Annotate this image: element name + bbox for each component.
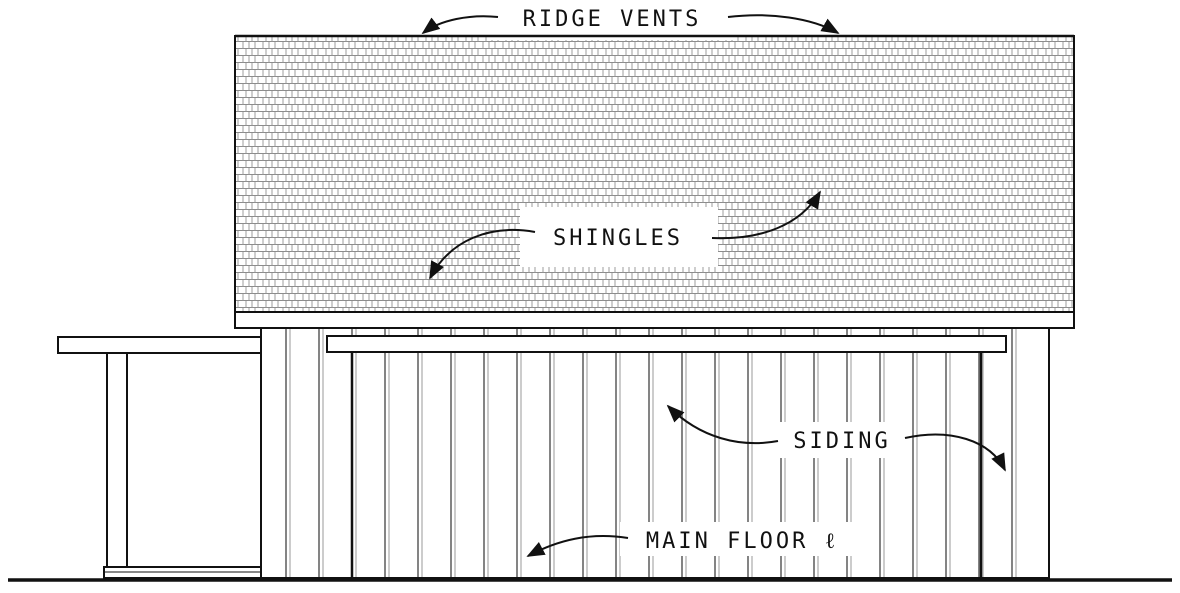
siding-label: SIDING — [793, 429, 890, 454]
ridge-vents-arrow-right — [727, 14, 840, 34]
shingles-label-clear — [520, 207, 718, 267]
main-floor-label: MAIN FLOOR ℓ — [646, 529, 838, 554]
porch-post — [106, 352, 128, 568]
porch-beam — [57, 336, 262, 354]
main-wall — [260, 327, 1050, 579]
annotation-arrows — [421, 14, 1006, 557]
roof — [234, 30, 1075, 329]
left-porch — [57, 336, 262, 579]
floor-label-clear — [620, 522, 860, 556]
canopy-beam — [326, 335, 1007, 353]
siding-arrow-right — [904, 433, 1006, 472]
main-floor-arrow — [526, 535, 629, 557]
roof-shingle-field — [234, 35, 1075, 313]
shingles-arrow-left — [429, 228, 536, 280]
canopy — [326, 335, 1007, 578]
siding-label-clear — [770, 422, 910, 458]
ridge-vents-label: RIDGE VENTS — [523, 7, 702, 32]
roof-fascia — [234, 311, 1075, 329]
shingles-label: SHINGLES — [553, 226, 683, 251]
shingles-arrow-right — [711, 190, 821, 240]
siding-arrow-left — [666, 404, 779, 445]
ridge-vents-arrow-left — [421, 15, 499, 35]
